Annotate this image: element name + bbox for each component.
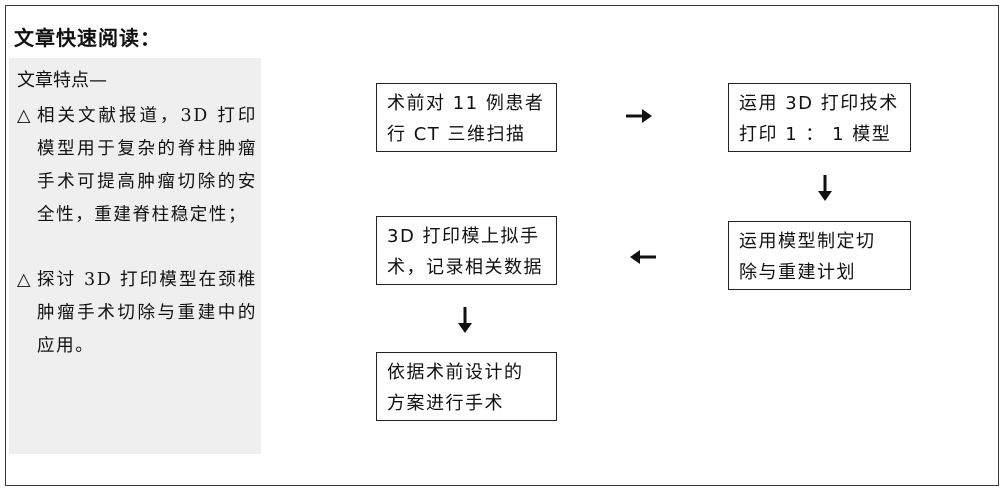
step-line: 3D 打印模上拟手	[387, 226, 540, 247]
page-title: 文章快速阅读：	[14, 26, 161, 50]
panel-title: 文章特点—	[17, 70, 107, 91]
step-line: 打印 1 ： 1 模型	[739, 124, 892, 145]
step-line: 除与重建计划	[739, 262, 856, 283]
arrow-right-icon	[626, 109, 652, 123]
step-line: 行 CT 三维扫描	[387, 124, 526, 145]
feature-item-1: △ 相关文献报道，3D 打印模型用于复杂的脊柱肿瘤手术可提高肿瘤切除的安全性，重…	[17, 100, 257, 232]
flow-step-simulate: 3D 打印模上拟手 术，记录相关数据	[376, 216, 557, 285]
step-line: 术前对 11 例患者	[387, 93, 545, 114]
feature-item-2: △ 探讨 3D 打印模型在颈椎肿瘤手术切除与重建中的应用。	[17, 264, 257, 363]
step-line: 方案进行手术	[387, 393, 504, 414]
arrow-down-icon	[818, 175, 832, 201]
triangle-icon: △	[17, 106, 31, 126]
features-panel: 文章特点— △ 相关文献报道，3D 打印模型用于复杂的脊柱肿瘤手术可提高肿瘤切除…	[9, 58, 261, 454]
flow-step-ct-scan: 术前对 11 例患者 行 CT 三维扫描	[376, 83, 557, 152]
arrow-left-icon	[630, 250, 656, 264]
feature-text: 相关文献报道，3D 打印模型用于复杂的脊柱肿瘤手术可提高肿瘤切除的安全性，重建脊…	[37, 106, 257, 225]
flow-step-surgery: 依据术前设计的 方案进行手术	[376, 352, 557, 421]
step-line: 运用模型制定切	[739, 231, 876, 252]
step-line: 依据术前设计的	[387, 362, 524, 383]
step-line: 术，记录相关数据	[387, 257, 543, 278]
flow-step-plan: 运用模型制定切 除与重建计划	[728, 221, 911, 290]
arrow-down-icon	[458, 307, 472, 333]
step-line: 运用 3D 打印技术	[739, 93, 899, 114]
flow-step-3d-print: 运用 3D 打印技术 打印 1 ： 1 模型	[728, 83, 911, 152]
feature-text: 探讨 3D 打印模型在颈椎肿瘤手术切除与重建中的应用。	[37, 270, 257, 356]
triangle-icon: △	[17, 270, 31, 290]
